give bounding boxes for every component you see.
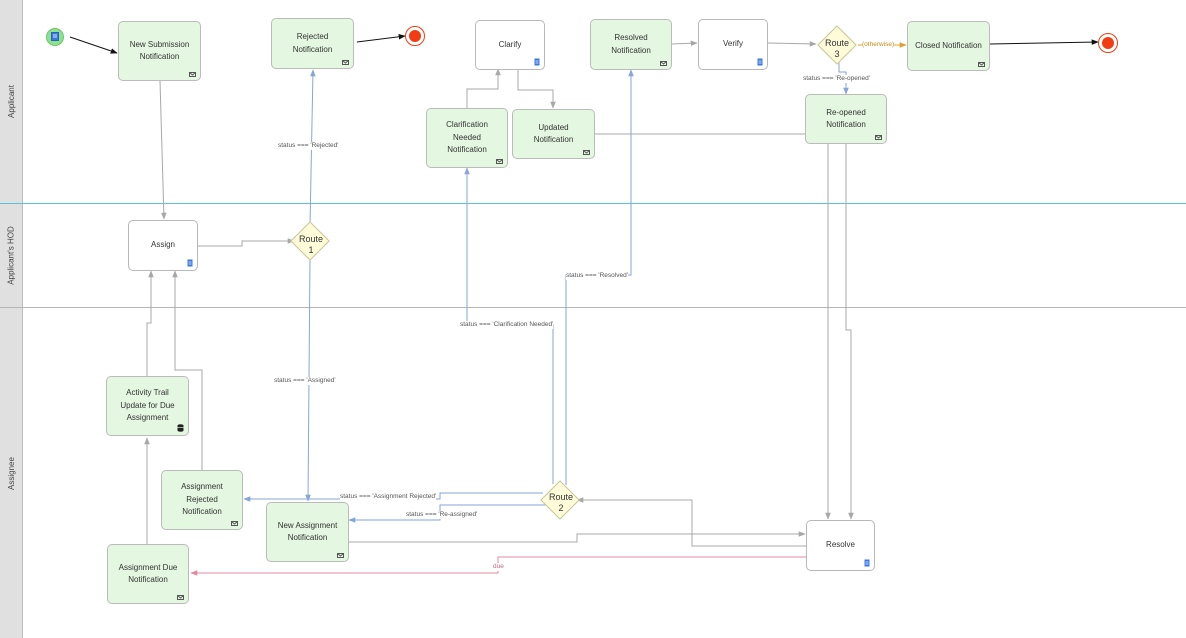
node-assignment-rejected-notification[interactable]: Assignment Rejected Notification [161, 470, 243, 530]
mail-icon [660, 61, 667, 66]
edge-assign-to-route1 [198, 238, 295, 247]
database-icon [177, 424, 184, 432]
node-updated-notification[interactable]: Updated Notification [512, 109, 595, 159]
end-event-rejected[interactable] [405, 26, 425, 46]
edge-label-reopened: status === 'Re-opened' [803, 75, 870, 83]
lane-divider [0, 203, 1186, 204]
edge-verify-to-route3 [767, 41, 817, 47]
mail-icon [496, 159, 503, 164]
node-label: Closed Notification [915, 40, 982, 50]
node-closed-notification[interactable]: Closed Notification [907, 21, 990, 71]
node-rejected-notification[interactable]: Rejected Notification [271, 18, 354, 69]
node-label: Activity Trail Update for Due Assignment [120, 388, 175, 423]
node-resolve[interactable]: Resolve [806, 520, 875, 571]
lane-applicant [0, 0, 23, 203]
node-label: Resolved Notification [611, 33, 651, 55]
node-label: Re-opened Notification [826, 107, 866, 130]
node-label: Assignment Due Notification [118, 562, 178, 585]
edge-label-due: due [493, 563, 504, 571]
node-activity-trail-update[interactable]: Activity Trail Update for Due Assignment [106, 376, 189, 436]
edge-clarification-to-clarify [466, 68, 501, 108]
node-new-assignment-notification[interactable]: New Assignment Notification [266, 502, 349, 562]
end-event-closed[interactable] [1098, 33, 1118, 53]
edge-start-to-new-submission [69, 36, 118, 54]
node-label: Clarification Needed Notification [446, 120, 488, 155]
node-label: Updated Notification [533, 122, 574, 145]
node-assign[interactable]: Assign [128, 220, 198, 271]
edge-rejected-to-end [356, 34, 406, 43]
edge-label-resolved: status === 'Resolved' [566, 272, 628, 280]
node-clarification-needed-notification[interactable]: Clarification Needed Notification [426, 108, 508, 168]
edge-clarify-to-updated [517, 69, 556, 109]
edge-new-submission-to-assign [159, 80, 167, 220]
lane-divider [0, 307, 1186, 308]
form-icon [534, 58, 540, 66]
node-label: Clarify [498, 39, 522, 49]
node-verify[interactable]: Verify [698, 19, 768, 70]
form-icon [187, 259, 193, 267]
mail-icon [177, 595, 184, 600]
mail-icon [583, 150, 590, 155]
edge-updated-to-resolve [595, 133, 831, 520]
node-label: New Assignment Notification [277, 520, 338, 543]
edge-reopened-to-resolve [845, 144, 854, 520]
node-label: Rejected Notification [292, 32, 333, 54]
mail-icon [342, 60, 349, 65]
gateway-label-route2: Route 2 [548, 492, 574, 513]
form-icon [757, 58, 763, 66]
node-label: Verify [722, 39, 743, 49]
mail-icon [231, 521, 238, 526]
gateway-label-route3: Route 3 [824, 38, 850, 59]
edge-assignment-rejected-to-assign [172, 270, 203, 470]
lane-assignee [0, 308, 23, 638]
edge-label-otherwise: (otherwise) [862, 41, 895, 49]
edge-label-assignment-rejected: status === 'Assignment Rejected' [340, 493, 437, 501]
node-new-submission-notification[interactable]: New Submission Notification [118, 21, 201, 81]
edge-route3-to-reopened [838, 62, 849, 95]
edge-new-assignment-to-resolve [349, 531, 806, 543]
form-icon [864, 559, 870, 567]
edge-label-assigned: status === 'Assigned' [274, 377, 336, 385]
edge-resolve-to-route2 [576, 497, 806, 547]
edge-resolved-to-verify [671, 40, 698, 47]
edge-label-rejected: status === 'Rejected' [278, 142, 339, 150]
node-reopened-notification[interactable]: Re-opened Notification [805, 94, 887, 144]
node-label: Assign [150, 240, 175, 250]
mail-icon [189, 72, 196, 77]
edge-label-reassigned: status === 'Re-assigned' [406, 511, 478, 519]
edge-closed-to-end [989, 39, 1099, 45]
node-label: Assignment Rejected Notification [181, 482, 223, 517]
node-label: New Submission Notification [129, 39, 190, 62]
edge-label-clarification-needed: status === 'Clarification Needed' [460, 321, 554, 329]
gateway-label-route1: Route 1 [298, 234, 324, 255]
lane-applicants-hod [0, 203, 23, 308]
node-resolved-notification[interactable]: Resolved Notification [590, 19, 672, 70]
start-event[interactable] [46, 28, 64, 46]
mail-icon [978, 62, 985, 67]
mail-icon [337, 553, 344, 558]
node-assignment-due-notification[interactable]: Assignment Due Notification [107, 544, 189, 604]
form-icon [51, 32, 59, 41]
edge-activity-trail-to-assign [146, 270, 154, 376]
mail-icon [875, 135, 882, 140]
node-clarify[interactable]: Clarify [475, 20, 545, 70]
node-label: Resolve [826, 540, 855, 550]
